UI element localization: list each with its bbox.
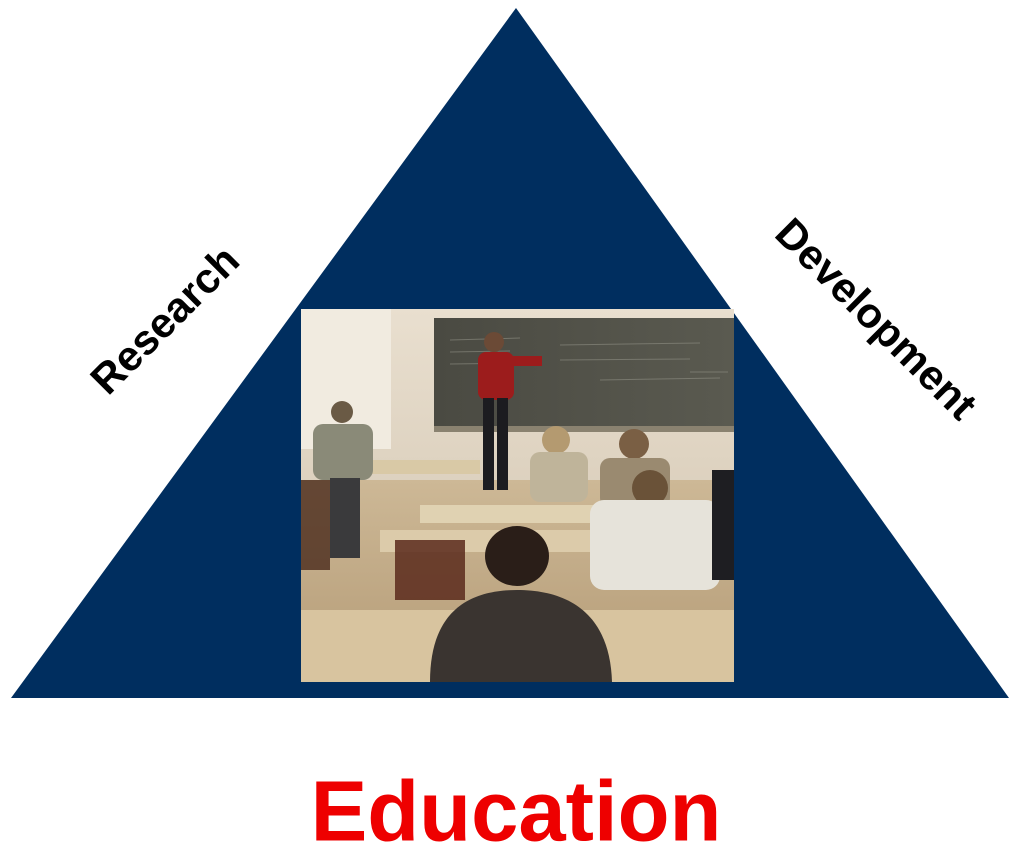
education-label: Education — [310, 764, 722, 860]
student-right — [590, 470, 720, 590]
classroom-photo — [301, 309, 734, 682]
student-left — [313, 401, 373, 558]
student-front — [430, 526, 612, 682]
teacher-figure — [478, 332, 542, 490]
